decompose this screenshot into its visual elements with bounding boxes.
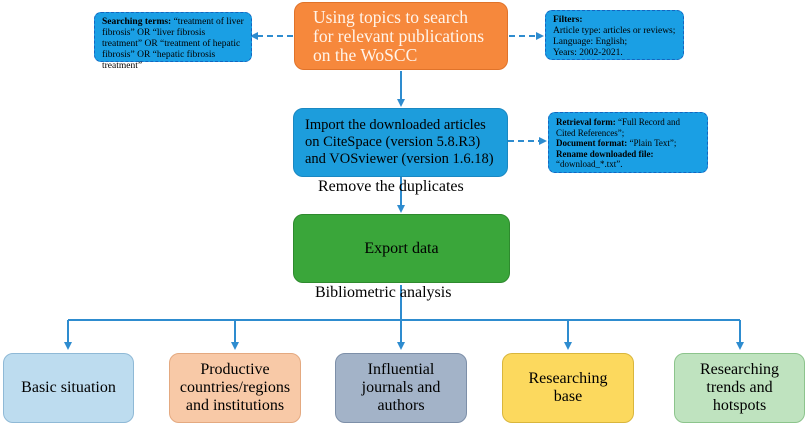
- export-box: Export data: [293, 214, 510, 283]
- import-box: Import the downloaded articles on CiteSp…: [293, 108, 508, 177]
- researching-trends-box: Researching trends and hotspots: [674, 353, 805, 423]
- bibliometric-analysis-label: Bibliometric analysis: [315, 284, 452, 301]
- basic-situation-text: Basic situation: [21, 379, 116, 396]
- retrieval-form-title: Retrieval form:: [556, 117, 616, 127]
- search-box-text: Using topics to search for relevant publ…: [313, 6, 485, 65]
- import-box-text: Import the downloaded articles on CiteSp…: [305, 117, 494, 167]
- influential-journals-text: Influential journals and authors: [361, 361, 441, 414]
- filter-language: Language: English;: [553, 37, 628, 47]
- filter-years: Years: 2002-2021.: [553, 48, 623, 58]
- search-box: Using topics to search for relevant publ…: [294, 2, 508, 70]
- searching-terms-title: Searching terms:: [102, 17, 172, 27]
- remove-duplicates-label: Remove the duplicates: [318, 178, 464, 195]
- rename-file-text: “download_*.txt”.: [556, 159, 623, 169]
- searching-terms-text: “treatment of liver fibrosis” OR “liver …: [102, 17, 244, 71]
- export-box-text: Export data: [364, 239, 439, 257]
- filter-article-type: Article type: articles or reviews;: [553, 26, 676, 36]
- retrieval-box: Retrieval form: “Full Record and Cited R…: [548, 112, 708, 173]
- researching-base-text: Researching base: [528, 370, 608, 405]
- searching-terms-box: Searching terms: “treatment of liver fib…: [94, 12, 252, 71]
- document-format-title: Document format:: [556, 138, 628, 148]
- retrieval-form-text: “Full Record and Cited References”;: [556, 117, 680, 138]
- document-format-text: “Plain Text”;: [629, 138, 677, 148]
- influential-journals-box: Influential journals and authors: [335, 353, 467, 423]
- filters-box: Filters: Article type: articles or revie…: [545, 10, 684, 60]
- researching-base-box: Researching base: [502, 353, 634, 423]
- filters-title: Filters:: [553, 15, 583, 25]
- productive-countries-text: Productive countries/regions and institu…: [179, 361, 291, 414]
- productive-countries-box: Productive countries/regions and institu…: [169, 353, 301, 423]
- rename-file-title: Rename downloaded file:: [556, 148, 654, 159]
- researching-trends-text: Researching trends and hotspots: [699, 361, 780, 414]
- basic-situation-box: Basic situation: [3, 353, 134, 423]
